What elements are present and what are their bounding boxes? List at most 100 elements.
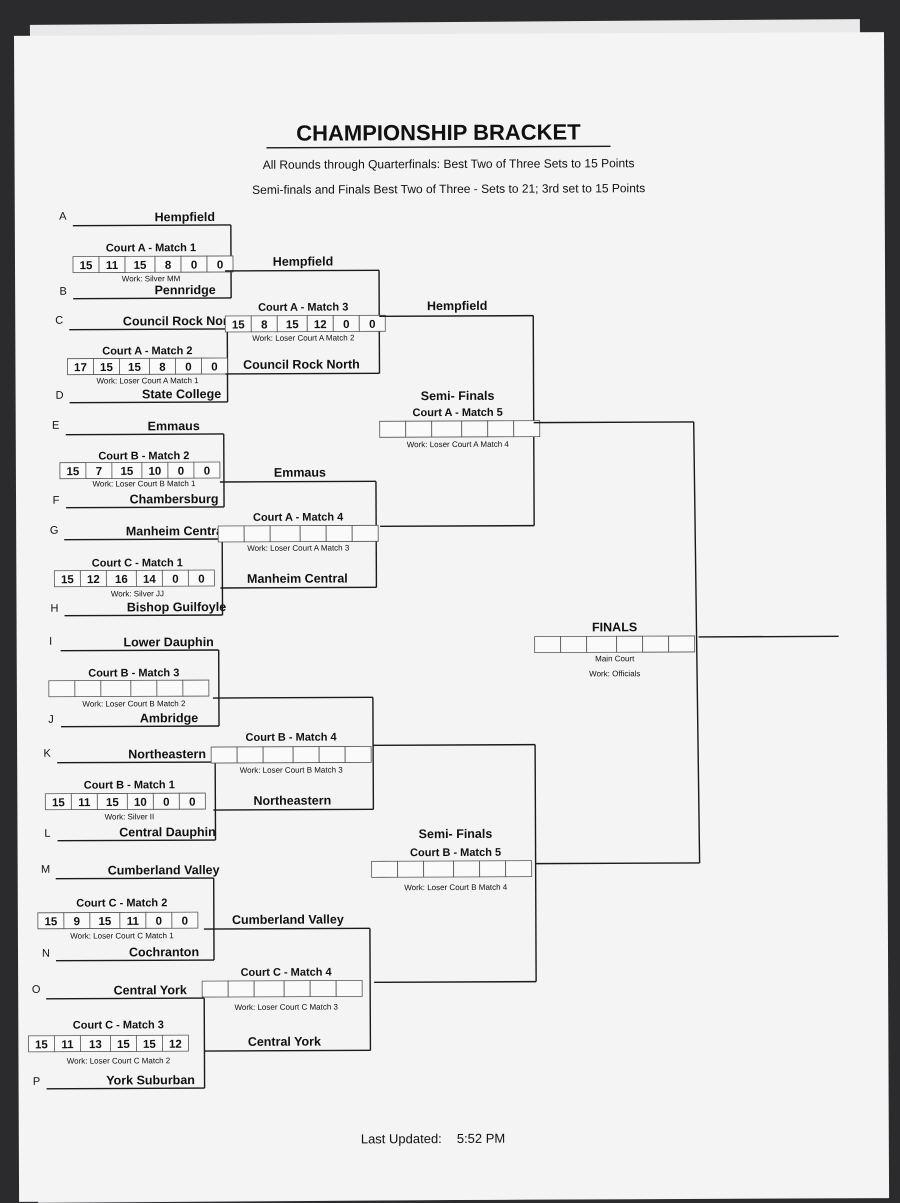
score-box[interactable] xyxy=(244,526,270,542)
score-box[interactable] xyxy=(300,526,326,542)
match-heading: Court A - Match 4 xyxy=(253,511,344,523)
score-box[interactable] xyxy=(454,861,480,877)
score-box[interactable] xyxy=(398,861,424,877)
score-value: 15 xyxy=(128,362,141,374)
finals-score-row[interactable] xyxy=(535,636,695,653)
score-box[interactable] xyxy=(480,861,506,877)
advancing-team: Emmaus xyxy=(274,466,326,480)
score-box[interactable] xyxy=(506,861,532,877)
score-box[interactable] xyxy=(336,980,362,996)
score-value: 9 xyxy=(74,916,80,928)
team-name: Pennridge xyxy=(155,283,216,297)
score-box[interactable] xyxy=(310,981,336,997)
score-value: 0 xyxy=(172,574,178,586)
score-box[interactable] xyxy=(263,747,293,763)
work-assignment: Work: Loser Court C Match 2 xyxy=(67,1056,171,1065)
score-box[interactable] xyxy=(293,747,319,763)
title-underline xyxy=(266,146,610,148)
score-box[interactable] xyxy=(211,747,237,763)
score-row[interactable] xyxy=(372,861,532,878)
score-box[interactable] xyxy=(643,636,669,652)
seed-letter: E xyxy=(52,420,59,432)
advancing-team: Council Rock North xyxy=(243,357,360,372)
score-box[interactable] xyxy=(183,680,209,696)
score-box[interactable] xyxy=(424,861,454,877)
score-box[interactable] xyxy=(406,421,432,437)
score-box[interactable] xyxy=(131,680,157,696)
work-assignment: Work: Loser Court B Match 3 xyxy=(240,765,344,774)
score-box[interactable] xyxy=(270,526,300,542)
seed-letter: N xyxy=(42,948,50,960)
score-box[interactable] xyxy=(669,636,695,652)
score-row[interactable] xyxy=(218,525,378,542)
score-box[interactable] xyxy=(372,861,398,877)
score-value: 15 xyxy=(100,362,113,374)
score-value: 8 xyxy=(165,260,172,272)
score-row[interactable] xyxy=(202,980,362,997)
semifinal-advancing-team: Hempfield xyxy=(427,299,487,313)
match-heading: Court C - Match 2 xyxy=(76,897,167,909)
score-value: 15 xyxy=(143,1039,156,1051)
score-box[interactable] xyxy=(326,525,352,541)
finals-label: FINALS xyxy=(592,620,637,634)
team-name: Bishop Guilfoyle xyxy=(127,600,226,614)
score-box[interactable] xyxy=(254,981,284,997)
rules-line-2: Semi-finals and Finals Best Two of Three… xyxy=(252,181,645,197)
score-value: 15 xyxy=(286,319,299,331)
score-box[interactable] xyxy=(587,636,617,652)
bracket-line xyxy=(204,928,370,929)
score-box[interactable] xyxy=(284,981,310,997)
match-heading: Court C - Match 1 xyxy=(92,557,183,569)
score-box[interactable] xyxy=(535,637,561,653)
seed-letter: P xyxy=(33,1076,40,1088)
score-row[interactable] xyxy=(49,680,209,697)
score-box[interactable] xyxy=(352,525,378,541)
bracket-line xyxy=(73,298,231,299)
score-box[interactable] xyxy=(488,421,514,437)
finals-court: Main Court xyxy=(595,654,635,663)
last-updated-time: 5:52 PM xyxy=(457,1131,505,1146)
score-box[interactable] xyxy=(561,636,587,652)
score-box[interactable] xyxy=(75,681,101,697)
score-row[interactable] xyxy=(380,421,540,438)
score-box[interactable] xyxy=(237,747,263,763)
score-box[interactable] xyxy=(228,981,254,997)
score-value: 7 xyxy=(96,466,102,478)
match-heading: Court B - Match 2 xyxy=(98,450,189,462)
team-name: Cumberland Valley xyxy=(108,863,220,877)
score-value: 0 xyxy=(191,260,197,272)
bracket-line xyxy=(61,726,219,727)
score-box[interactable] xyxy=(380,421,406,437)
score-value: 16 xyxy=(115,574,128,586)
score-box[interactable] xyxy=(432,421,462,437)
score-row[interactable] xyxy=(211,746,371,763)
semifinal-label: Semi- Finals xyxy=(419,827,493,841)
score-box[interactable] xyxy=(218,526,244,542)
bracket-line xyxy=(379,316,533,317)
score-value: 15 xyxy=(134,260,147,272)
team-name: York Suburban xyxy=(106,1073,195,1087)
score-box[interactable] xyxy=(462,421,488,437)
score-box[interactable] xyxy=(157,680,183,696)
score-box[interactable] xyxy=(617,636,643,652)
score-box[interactable] xyxy=(49,681,75,697)
score-box[interactable] xyxy=(345,746,371,762)
score-box[interactable] xyxy=(101,680,131,696)
score-value: 15 xyxy=(52,797,65,809)
score-value: 17 xyxy=(74,362,87,374)
bracket-line xyxy=(46,998,204,999)
score-box[interactable] xyxy=(319,746,345,762)
seed-letter: C xyxy=(55,315,63,327)
match-heading: Court A - Match 5 xyxy=(413,407,503,419)
score-box[interactable] xyxy=(202,981,228,997)
bracket-line xyxy=(56,960,214,961)
